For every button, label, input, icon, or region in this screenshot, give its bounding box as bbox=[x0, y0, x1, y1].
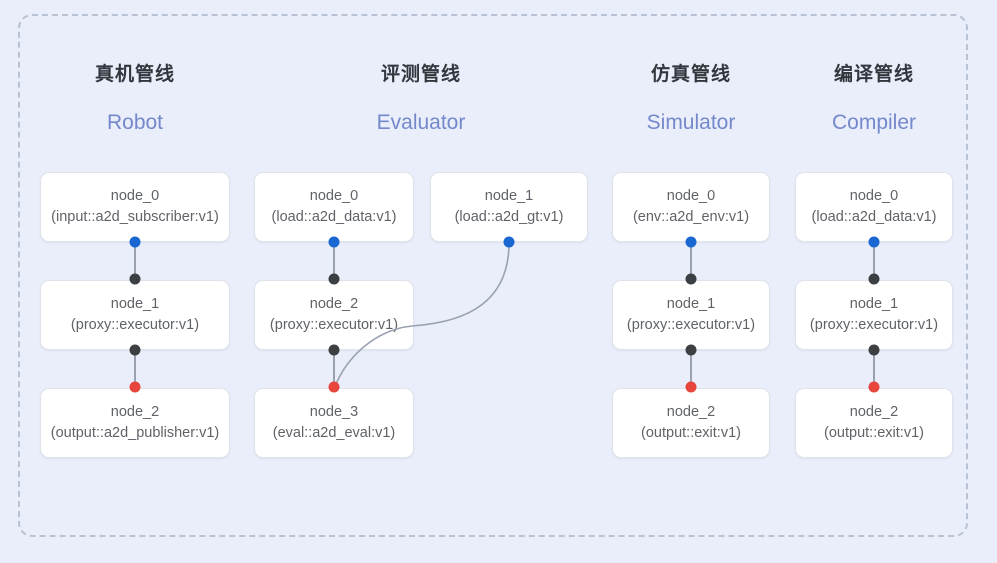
node-type: (output::a2d_publisher:v1) bbox=[50, 425, 220, 441]
port-input-robot-1[interactable] bbox=[129, 273, 141, 285]
node-id: node_0 bbox=[110, 188, 160, 204]
edge-robot-1-to-2 bbox=[134, 350, 136, 386]
column-title-cn-simulator: 仿真管线 bbox=[650, 64, 731, 85]
port-output-robot-0[interactable] bbox=[129, 236, 141, 248]
edge-compiler-0-to-1 bbox=[873, 242, 875, 278]
node-simulator-0[interactable]: node_0 (env::a2d_env:v1) bbox=[612, 172, 770, 242]
node-simulator-1[interactable]: node_1 (proxy::executor:v1) bbox=[612, 280, 770, 350]
node-id: node_1 bbox=[849, 296, 899, 312]
node-robot-1[interactable]: node_1 (proxy::executor:v1) bbox=[40, 280, 230, 350]
edge-compiler-1-to-2 bbox=[873, 350, 875, 386]
port-input-compiler-1[interactable] bbox=[868, 273, 880, 285]
node-id: node_2 bbox=[309, 296, 359, 312]
column-header-evaluator: 评测管线 Evaluator bbox=[320, 62, 522, 136]
node-type: (output::exit:v1) bbox=[824, 425, 924, 441]
node-id: node_0 bbox=[309, 188, 359, 204]
node-compiler-1[interactable]: node_1 (proxy::executor:v1) bbox=[795, 280, 953, 350]
node-id: node_2 bbox=[849, 404, 899, 420]
column-header-simulator: 仿真管线 Simulator bbox=[590, 62, 792, 136]
node-type: (load::a2d_gt:v1) bbox=[454, 209, 564, 225]
node-type: (input::a2d_subscriber:v1) bbox=[51, 209, 219, 225]
port-input-evaluator-3[interactable] bbox=[328, 381, 340, 393]
node-evaluator-2[interactable]: node_2 (proxy::executor:v1) bbox=[254, 280, 414, 350]
column-title-cn-robot: 真机管线 bbox=[94, 64, 175, 85]
node-type: (load::a2d_data:v1) bbox=[271, 209, 397, 225]
port-output-robot-1[interactable] bbox=[129, 344, 141, 356]
port-input-simulator-2[interactable] bbox=[685, 381, 697, 393]
node-id: node_1 bbox=[666, 296, 716, 312]
node-compiler-2[interactable]: node_2 (output::exit:v1) bbox=[795, 388, 953, 458]
node-id: node_1 bbox=[484, 188, 534, 204]
node-type: (output::exit:v1) bbox=[641, 425, 741, 441]
port-output-compiler-1[interactable] bbox=[868, 344, 880, 356]
node-type: (proxy::executor:v1) bbox=[809, 317, 939, 333]
node-id: node_1 bbox=[110, 296, 160, 312]
port-output-simulator-0[interactable] bbox=[685, 236, 697, 248]
column-title-en-evaluator: Evaluator bbox=[376, 111, 466, 134]
edge-evaluator-2-to-3 bbox=[333, 350, 335, 386]
node-type: (env::a2d_env:v1) bbox=[632, 209, 750, 225]
port-input-robot-2[interactable] bbox=[129, 381, 141, 393]
node-type: (proxy::executor:v1) bbox=[70, 317, 200, 333]
port-output-evaluator-2[interactable] bbox=[328, 344, 340, 356]
port-output-evaluator-1[interactable] bbox=[503, 236, 515, 248]
node-evaluator-1[interactable]: node_1 (load::a2d_gt:v1) bbox=[430, 172, 588, 242]
column-title-cn-evaluator: 评测管线 bbox=[380, 64, 461, 85]
node-id: node_3 bbox=[309, 404, 359, 420]
port-input-evaluator-2[interactable] bbox=[328, 273, 340, 285]
node-id: node_0 bbox=[849, 188, 899, 204]
column-title-en-robot: Robot bbox=[106, 111, 164, 134]
column-header-compiler: 编译管线 Compiler bbox=[773, 62, 975, 136]
node-robot-0[interactable]: node_0 (input::a2d_subscriber:v1) bbox=[40, 172, 230, 242]
node-type: (load::a2d_data:v1) bbox=[811, 209, 937, 225]
column-title-en-compiler: Compiler bbox=[831, 111, 917, 134]
edge-simulator-1-to-2 bbox=[690, 350, 692, 386]
node-type: (proxy::executor:v1) bbox=[626, 317, 756, 333]
column-title-en-simulator: Simulator bbox=[646, 111, 736, 134]
node-id: node_2 bbox=[110, 404, 160, 420]
node-evaluator-0[interactable]: node_0 (load::a2d_data:v1) bbox=[254, 172, 414, 242]
node-id: node_2 bbox=[666, 404, 716, 420]
node-type: (proxy::executor:v1) bbox=[269, 317, 399, 333]
port-output-evaluator-0[interactable] bbox=[328, 236, 340, 248]
edge-simulator-0-to-1 bbox=[690, 242, 692, 278]
node-compiler-0[interactable]: node_0 (load::a2d_data:v1) bbox=[795, 172, 953, 242]
node-type: (eval::a2d_eval:v1) bbox=[272, 425, 396, 441]
port-input-compiler-2[interactable] bbox=[868, 381, 880, 393]
column-header-robot: 真机管线 Robot bbox=[34, 62, 236, 136]
node-simulator-2[interactable]: node_2 (output::exit:v1) bbox=[612, 388, 770, 458]
port-input-simulator-1[interactable] bbox=[685, 273, 697, 285]
node-robot-2[interactable]: node_2 (output::a2d_publisher:v1) bbox=[40, 388, 230, 458]
node-id: node_0 bbox=[666, 188, 716, 204]
port-output-simulator-1[interactable] bbox=[685, 344, 697, 356]
column-title-cn-compiler: 编译管线 bbox=[833, 64, 914, 85]
edge-evaluator-0-to-2 bbox=[333, 242, 335, 278]
port-output-compiler-0[interactable] bbox=[868, 236, 880, 248]
node-evaluator-3[interactable]: node_3 (eval::a2d_eval:v1) bbox=[254, 388, 414, 458]
edge-robot-0-to-1 bbox=[134, 242, 136, 278]
